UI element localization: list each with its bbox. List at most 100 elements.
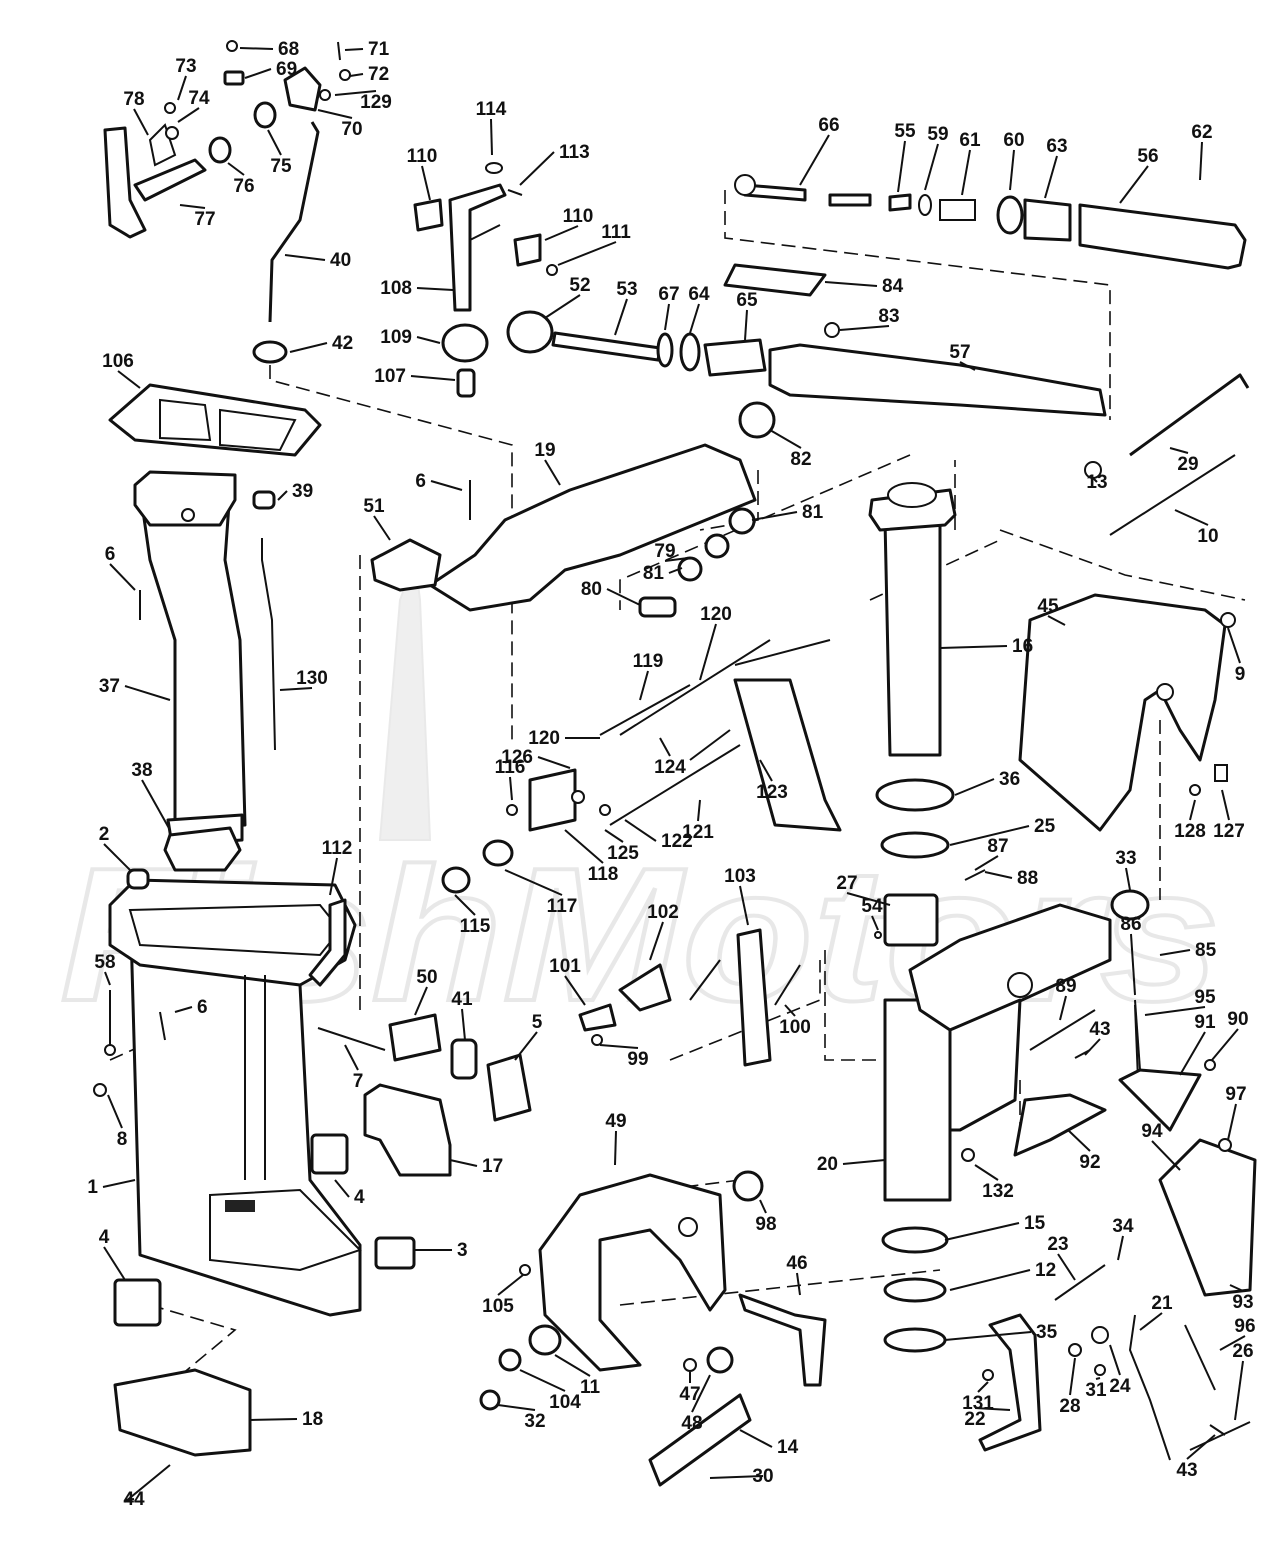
leader-lines [102, 47, 1246, 1501]
callout-leader-84 [824, 281, 878, 287]
callout-123: 123 [756, 782, 788, 803]
callout-116: 116 [495, 757, 526, 778]
callout-31: 31 [1085, 1380, 1107, 1401]
callout-87: 87 [987, 836, 1008, 857]
callout-9: 9 [1235, 664, 1246, 685]
callout-leader-17 [449, 1159, 478, 1167]
callout-leader-43 [1084, 1038, 1101, 1056]
link [618, 963, 672, 1012]
callout-96: 96 [1234, 1316, 1255, 1337]
knob-76 [208, 136, 232, 164]
callout-leader-113 [519, 151, 555, 186]
callout-122: 122 [661, 831, 693, 852]
callout-labels: 1234456667891011121314151617181920212223… [87, 39, 1255, 1510]
callout-leader-105 [497, 1274, 524, 1296]
block [310, 1133, 349, 1175]
callout-leader-129 [334, 90, 377, 96]
link-long [736, 928, 772, 1067]
callout-88: 88 [1017, 868, 1038, 889]
callout-leader-79 [664, 557, 689, 562]
steering-tube [868, 482, 957, 757]
lever-93 [1158, 1138, 1257, 1297]
callout-leader-95 [1144, 1006, 1206, 1016]
callout-81: 81 [643, 563, 665, 584]
callout-69: 69 [276, 59, 297, 80]
callout-86: 86 [1120, 914, 1141, 935]
callout-leader-9 [1227, 627, 1241, 664]
callout-leader-37 [124, 685, 171, 701]
callout-132: 132 [982, 1181, 1014, 1202]
callout-leader-25 [949, 825, 1030, 846]
callout-leader-78 [133, 108, 149, 136]
shift-shaft [448, 183, 507, 312]
callout-89: 89 [1055, 976, 1076, 997]
callout-102: 102 [647, 902, 679, 923]
callout-43: 43 [1089, 1019, 1110, 1040]
callout-leader-64 [689, 303, 700, 334]
callout-107: 107 [374, 366, 406, 387]
bushing-upper [880, 831, 950, 859]
callout-104: 104 [549, 1392, 581, 1413]
callout-56: 56 [1137, 146, 1158, 167]
bushing-33 [1110, 889, 1150, 921]
clamp-lever [738, 1293, 827, 1387]
washer-98 [732, 1170, 764, 1202]
callout-29: 29 [1177, 454, 1198, 475]
callout-24: 24 [1109, 1376, 1131, 1397]
bolt-100 [774, 964, 801, 1006]
callout-leader-74 [177, 107, 200, 123]
callout-leader-93 [1229, 1284, 1244, 1292]
callout-45: 45 [1037, 596, 1059, 617]
callout-leader-53 [614, 298, 628, 336]
tiller-arm [768, 343, 1107, 417]
callout-leader-76 [227, 162, 245, 176]
switch [482, 839, 514, 867]
callout-leader-102 [649, 921, 664, 961]
tube-seal [370, 538, 442, 592]
callout-leader-41 [461, 1008, 466, 1041]
callout-66: 66 [818, 115, 839, 136]
callout-6: 6 [197, 997, 208, 1018]
callout-10: 10 [1197, 526, 1218, 547]
callout-53: 53 [616, 279, 637, 300]
callout-129: 129 [360, 92, 392, 113]
callout-leader-69 [244, 68, 272, 79]
grip [1078, 203, 1247, 270]
callout-131: 131 [962, 1393, 994, 1414]
callout-110: 110 [407, 146, 438, 167]
callout-26: 26 [1232, 1341, 1253, 1362]
spring-95 [1134, 999, 1141, 1071]
callout-95: 95 [1194, 987, 1216, 1008]
callout-leader-65 [744, 309, 748, 341]
callout-68: 68 [278, 39, 299, 60]
callout-leader-90 [1211, 1028, 1239, 1061]
callout-8: 8 [117, 1129, 128, 1150]
callout-52: 52 [569, 275, 590, 296]
callout-leader-26 [1234, 1360, 1244, 1421]
callout-111: 111 [601, 222, 631, 243]
callout-83: 83 [878, 306, 899, 327]
callout-leader-14 [739, 1429, 773, 1448]
bracket-91 [1118, 1068, 1202, 1132]
clip-101 [578, 1003, 617, 1032]
callout-leader-33 [1125, 867, 1131, 891]
callout-81: 81 [802, 502, 824, 523]
callout-108: 108 [380, 278, 412, 299]
lever-22 [978, 1313, 1042, 1452]
cylinder [528, 768, 577, 832]
spring-96 [1184, 1324, 1216, 1391]
callout-leader-117 [504, 869, 563, 896]
callout-leader-11 [554, 1354, 591, 1377]
callout-leader-132 [974, 1164, 999, 1181]
callout-100: 100 [779, 1017, 811, 1038]
callout-leader-59 [924, 143, 939, 191]
linkage [599, 684, 691, 736]
callout-17: 17 [482, 1156, 503, 1177]
driveshaft-housing [133, 470, 247, 847]
callout-leader-60 [1009, 149, 1015, 191]
seal [163, 826, 242, 872]
callout-117: 117 [547, 896, 578, 917]
callout-leader-108 [416, 287, 454, 291]
grommet [252, 340, 288, 364]
